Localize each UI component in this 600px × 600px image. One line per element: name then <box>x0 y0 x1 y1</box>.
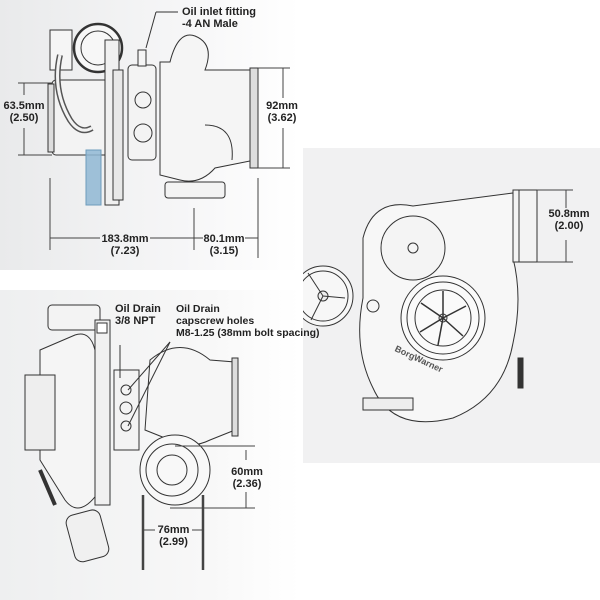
length-right-in: (3.15) <box>209 245 239 257</box>
inlet-height-dimension: 63.5mm (2.50) <box>2 100 46 124</box>
inlet-height-in: (2.50) <box>9 112 39 124</box>
bottom-view-drawing <box>24 304 255 570</box>
oil-inlet-label: Oil inlet fitting -4 AN Male <box>182 6 256 30</box>
bottom-view-panel: Oil Drain 3/8 NPT Oil Drain capscrew hol… <box>0 290 320 600</box>
dimension-lines <box>141 445 255 570</box>
length-left-dimension: 183.8mm (7.23) <box>100 233 150 257</box>
length-left-mm: 183.8mm <box>101 233 149 245</box>
oil-drain-line2: 3/8 NPT <box>115 315 156 327</box>
outlet-height-bottom-in: (2.36) <box>232 478 262 490</box>
outlet-height-mm: 92mm <box>266 100 298 112</box>
outlet-width-dimension: 76mm (2.99) <box>155 524 192 548</box>
outlet-height-bottom-mm: 60mm <box>231 466 263 478</box>
compressor-wheel-assembly <box>303 189 538 423</box>
outlet-width-mm: 76mm <box>157 524 190 536</box>
right-view-panel: BorgWarner 50.8mm (2.00) <box>303 148 600 463</box>
oil-drain-holes-line1: Oil Drain <box>176 303 220 315</box>
top-view-panel: Oil inlet fitting -4 AN Male 63.5mm (2.5… <box>0 0 300 270</box>
dimension-lines <box>537 189 573 263</box>
turbine-housing <box>139 347 239 506</box>
length-right-dimension: 80.1mm (3.15) <box>203 233 245 257</box>
oil-drain-label: Oil Drain 3/8 NPT <box>115 303 161 327</box>
center-housing <box>104 11 178 206</box>
oil-inlet-line2: -4 AN Male <box>182 18 238 30</box>
inlet-diameter-mm: 50.8mm <box>548 208 590 220</box>
top-view-drawing <box>18 11 290 258</box>
inlet-diameter-in: (2.00) <box>554 220 584 232</box>
length-left-in: (7.23) <box>110 245 140 257</box>
outlet-height-dimension: 92mm (3.62) <box>262 100 302 124</box>
oil-drain-holes-label: Oil Drain capscrew holes M8-1.25 (38mm b… <box>176 303 320 339</box>
outlet-height-dimension-bottom: 60mm (2.36) <box>230 466 264 490</box>
length-right-mm: 80.1mm <box>203 233 245 245</box>
oil-inlet-line1: Oil inlet fitting <box>182 6 256 18</box>
turbine-housing <box>159 34 259 199</box>
right-view-drawing <box>303 189 573 423</box>
dimension-lines <box>18 67 290 258</box>
highlight-box <box>85 149 102 206</box>
outlet-width-in: (2.99) <box>159 536 188 548</box>
oil-drain-holes-line3: M8-1.25 (38mm bolt spacing) <box>176 327 320 339</box>
oil-drain-holes-line2: capscrew holes <box>176 315 255 327</box>
oil-drain-line1: Oil Drain <box>115 303 161 315</box>
compressor-housing <box>24 304 140 563</box>
outlet-height-in: (3.62) <box>267 112 297 124</box>
inlet-diameter-dimension: 50.8mm (2.00) <box>545 208 593 232</box>
inlet-height-mm: 63.5mm <box>3 100 45 112</box>
leader-lines <box>119 341 171 427</box>
